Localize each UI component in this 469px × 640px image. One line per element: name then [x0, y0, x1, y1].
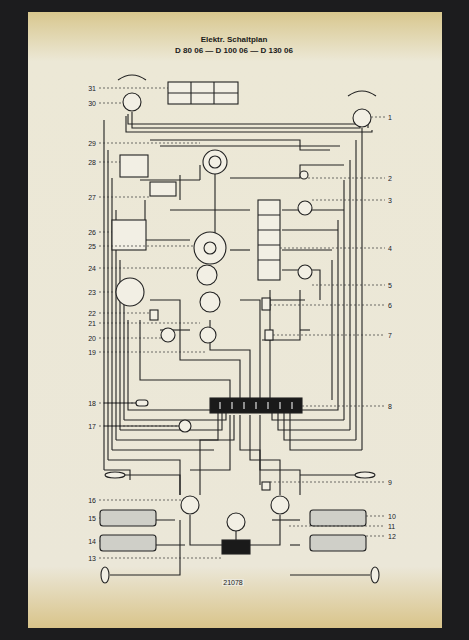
terminal-strip-8: [210, 398, 302, 413]
callout-number: 17: [87, 423, 97, 430]
callout-number: 2: [387, 175, 393, 182]
callout-number: 27: [87, 194, 97, 201]
callout-number: 15: [87, 515, 97, 522]
part-19: [200, 327, 216, 343]
battery: [222, 540, 250, 554]
callout-number: 28: [87, 159, 97, 166]
callout-number: 1: [387, 114, 393, 121]
lamp-10: [310, 510, 366, 526]
callout-number: 22: [87, 310, 97, 317]
diagram-title: Elektr. Schaltplan: [201, 36, 268, 44]
part-9: [262, 482, 270, 490]
callout-number: 16: [87, 497, 97, 504]
rear-lamp-grid: [168, 82, 238, 104]
callout-number: 20: [87, 335, 97, 342]
part-5: [298, 265, 312, 279]
callout-number: 23: [87, 289, 97, 296]
part-16: [181, 496, 199, 514]
relay-28: [120, 155, 148, 177]
part-13: [227, 513, 245, 531]
lamp-15: [100, 510, 156, 526]
callout-number: 6: [387, 302, 393, 309]
leader-lines: [99, 88, 385, 558]
callout-number: 4: [387, 245, 393, 252]
ignition-25: [194, 232, 226, 264]
lamp-12: [310, 535, 366, 551]
callout-number: 3: [387, 197, 393, 204]
callout-number: 19: [87, 349, 97, 356]
part-3: [298, 201, 312, 215]
part-27: [150, 182, 176, 196]
switch-2: [300, 171, 308, 179]
callout-number: 30: [87, 100, 97, 107]
gauge-motor: [200, 292, 220, 312]
callout-number: 18: [87, 400, 97, 407]
model-line: D 80 06 — D 100 06 — D 130 06: [175, 47, 293, 55]
part-7: [265, 330, 273, 340]
part-18: [136, 400, 148, 406]
callout-number: 29: [87, 140, 97, 147]
callout-number: 25: [87, 243, 97, 250]
part-20: [161, 328, 175, 342]
fuse-box: [258, 200, 280, 280]
callout-number: 8: [387, 403, 393, 410]
callout-number: 14: [87, 538, 97, 545]
horn: [203, 150, 227, 174]
paper-sheet: [28, 12, 442, 628]
part-11: [271, 496, 289, 514]
drawing-number: 21078: [222, 579, 243, 586]
callout-number: 21: [87, 320, 97, 327]
regulator-26: [112, 220, 146, 250]
callout-number: 9: [387, 479, 393, 486]
part-6: [262, 298, 270, 310]
callout-number: 31: [87, 85, 97, 92]
components: [100, 75, 379, 583]
part-23: [116, 278, 144, 306]
wires: [104, 112, 372, 575]
callout-number: 24: [87, 265, 97, 272]
headlight-left: [123, 93, 141, 111]
callout-number: 11: [387, 523, 396, 530]
callout-number: 10: [387, 513, 397, 520]
part-22: [150, 310, 158, 320]
callout-number: 5: [387, 282, 393, 289]
headlight-right: [353, 109, 371, 127]
callout-number: 13: [87, 555, 97, 562]
callout-number: 7: [387, 332, 393, 339]
gauge-tank: [197, 265, 217, 285]
callout-number: 12: [387, 533, 397, 540]
lamp-14: [100, 535, 156, 551]
part-17: [179, 420, 191, 432]
callout-number: 26: [87, 229, 97, 236]
